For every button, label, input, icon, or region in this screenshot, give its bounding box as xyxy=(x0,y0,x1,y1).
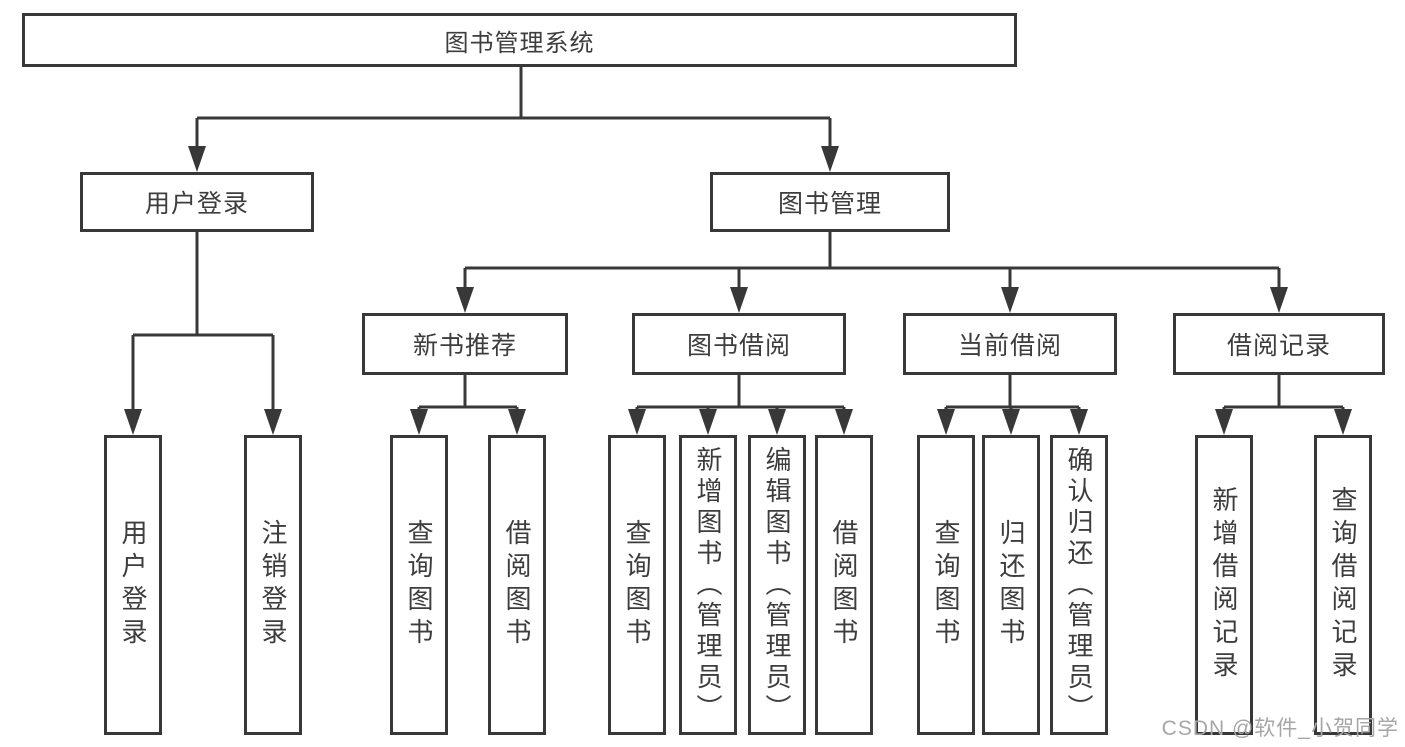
node-book-management: 图书管理 xyxy=(710,172,950,232)
node-borrow-record: 借阅记录 xyxy=(1173,313,1385,375)
connector-userlogin-to-children xyxy=(131,232,275,413)
arrow-icon xyxy=(699,409,717,435)
leaf-query-borrow-record: 查询借阅记录 xyxy=(1314,435,1372,735)
node-root: 图书管理系统 xyxy=(22,13,1017,67)
leaf-borrow-book-1: 借阅图书 xyxy=(488,435,546,735)
connector-bookborrow-to-children xyxy=(635,375,846,413)
node-book-borrow-label: 图书借阅 xyxy=(686,332,791,360)
node-new-book-recommend-label: 新书推荐 xyxy=(412,332,517,360)
arrow-icon xyxy=(821,146,839,172)
connector-currentborrow-to-children xyxy=(944,375,1081,413)
connector-bookmgmt-to-children xyxy=(463,232,1281,291)
node-current-borrow-label: 当前借阅 xyxy=(957,332,1062,360)
node-borrow-record-label: 借阅记录 xyxy=(1226,332,1331,360)
leaf-query-borrow-record-label: 查询借阅记录 xyxy=(1328,486,1358,684)
arrowheads xyxy=(124,146,1352,435)
node-new-book-recommend: 新书推荐 xyxy=(362,313,568,375)
arrow-icon xyxy=(768,409,786,435)
leaf-borrow-book-1-label: 借阅图书 xyxy=(502,519,532,651)
leaf-add-borrow-record-label: 新增借阅记录 xyxy=(1209,486,1239,684)
leaf-query-book-2: 查询图书 xyxy=(608,435,666,735)
leaf-user-login: 用户登录 xyxy=(104,435,162,735)
leaf-edit-book-admin: 编辑图书（管理员） xyxy=(748,435,806,735)
leaf-query-book-1-label: 查询图书 xyxy=(404,519,434,651)
leaf-confirm-return-admin-label: 确认归还（管理员） xyxy=(1064,445,1094,725)
leaf-confirm-return-admin: 确认归还（管理员） xyxy=(1050,435,1108,735)
arrow-icon xyxy=(835,409,853,435)
arrow-icon xyxy=(1001,287,1019,313)
arrow-icon xyxy=(456,287,474,313)
arrow-icon xyxy=(628,409,646,435)
arrow-icon xyxy=(1070,409,1088,435)
leaf-query-book-2-label: 查询图书 xyxy=(622,519,652,651)
connector-newbookrec-to-children xyxy=(417,375,519,413)
node-root-label: 图书管理系统 xyxy=(444,29,595,57)
leaf-query-book-3: 查询图书 xyxy=(917,435,975,735)
leaf-return-book: 归还图书 xyxy=(982,435,1040,735)
arrow-icon xyxy=(937,409,955,435)
arrow-icon xyxy=(264,409,282,435)
connector-root-to-children xyxy=(195,67,832,150)
node-book-management-label: 图书管理 xyxy=(777,190,882,218)
arrow-icon xyxy=(188,146,206,172)
leaf-borrow-book-2-label: 借阅图书 xyxy=(829,519,859,651)
arrow-icon xyxy=(1002,409,1020,435)
arrow-icon xyxy=(1215,409,1233,435)
leaf-add-book-admin-label: 新增图书（管理员） xyxy=(693,445,723,725)
arrow-icon xyxy=(1270,287,1288,313)
leaf-add-borrow-record: 新增借阅记录 xyxy=(1195,435,1253,735)
arrow-icon xyxy=(508,409,526,435)
leaf-return-book-label: 归还图书 xyxy=(996,519,1026,651)
arrow-icon xyxy=(730,287,748,313)
arrow-icon xyxy=(410,409,428,435)
connector-borrowrecord-to-children xyxy=(1222,375,1345,413)
arrow-icon xyxy=(124,409,142,435)
node-current-borrow: 当前借阅 xyxy=(903,313,1117,375)
leaf-logout-label: 注销登录 xyxy=(258,519,288,651)
leaf-query-book-1: 查询图书 xyxy=(390,435,448,735)
leaf-logout: 注销登录 xyxy=(244,435,302,735)
leaf-edit-book-admin-label: 编辑图书（管理员） xyxy=(762,445,792,725)
node-user-login: 用户登录 xyxy=(80,172,314,232)
arrow-icon xyxy=(1334,409,1352,435)
leaf-query-book-3-label: 查询图书 xyxy=(931,519,961,651)
leaf-user-login-label: 用户登录 xyxy=(118,519,148,651)
node-user-login-label: 用户登录 xyxy=(144,190,249,218)
leaf-add-book-admin: 新增图书（管理员） xyxy=(679,435,737,735)
node-book-borrow: 图书借阅 xyxy=(632,313,846,375)
leaf-borrow-book-2: 借阅图书 xyxy=(815,435,873,735)
